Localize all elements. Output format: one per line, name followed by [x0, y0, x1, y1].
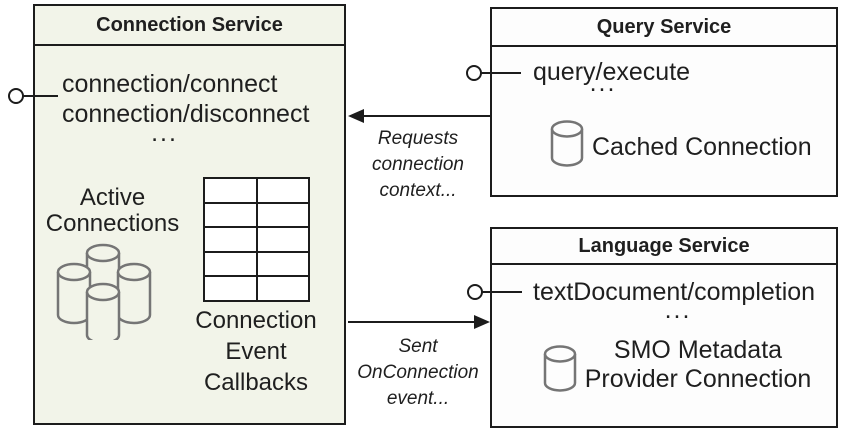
- arrow-left-head-icon: [348, 109, 364, 123]
- table-cell: [205, 228, 256, 251]
- requests-label-line1: Requests: [377, 128, 459, 149]
- onconnection-arrow: [348, 315, 490, 329]
- table-cell: [257, 179, 308, 202]
- smo-metadata-label: SMO Metadata Provider Connection: [578, 336, 818, 394]
- smo-metadata-database-icon: [543, 345, 577, 392]
- table-cell: [205, 203, 256, 227]
- table-cell: [257, 252, 308, 276]
- sent-label-line3: event...: [386, 388, 450, 409]
- active-connections-label-line2: Connections: [45, 210, 180, 237]
- sent-label-line2: OnConnection: [357, 362, 479, 383]
- arrow-right-head-icon: [474, 315, 490, 329]
- cached-connection-database-icon: [550, 120, 584, 167]
- query-service-box: Query Service: [490, 7, 838, 197]
- table-cell: [257, 228, 308, 251]
- requests-arrow: [348, 109, 490, 123]
- method-connection-disconnect: connection/disconnect: [62, 100, 310, 128]
- onconnection-arrow-label: Sent OnConnection event...: [355, 334, 481, 412]
- connection-pool-cylinders-icon: [56, 243, 152, 340]
- method-query-execute: query/execute: [533, 58, 691, 86]
- connection-methods-ellipsis: ...: [151, 119, 178, 147]
- requests-label-line2: connection: [372, 154, 464, 175]
- method-textdocument-completion: textDocument/completion: [533, 278, 816, 306]
- table-cell: [205, 252, 256, 276]
- callback-table: [203, 177, 310, 302]
- smo-metadata-label-line1: SMO Metadata: [613, 336, 783, 364]
- table-cell: [205, 277, 256, 300]
- language-methods-ellipsis: ...: [664, 296, 692, 324]
- callback-table-label: Connection Event Callbacks: [181, 305, 331, 398]
- query-service-title: Query Service: [492, 9, 836, 47]
- callback-label-line2: Event: [225, 338, 287, 365]
- cached-connection-label: Cached Connection: [592, 133, 812, 161]
- requests-label-line3: context...: [379, 180, 457, 201]
- connection-service-title: Connection Service: [35, 6, 344, 46]
- callback-label-line3: Callbacks: [203, 369, 309, 396]
- method-connection-connect: connection/connect: [62, 70, 278, 98]
- table-cell: [257, 203, 308, 227]
- sent-label-line1: Sent: [398, 336, 438, 357]
- language-service-title: Language Service: [492, 229, 836, 265]
- query-methods-ellipsis: ...: [589, 69, 617, 97]
- table-cell: [257, 277, 308, 300]
- table-cell: [205, 179, 256, 202]
- smo-metadata-label-line2: Provider Connection: [584, 365, 812, 393]
- active-connections-label-line1: Active: [79, 184, 146, 211]
- language-service-box: Language Service: [490, 227, 838, 428]
- callback-label-line1: Connection: [195, 307, 317, 334]
- requests-arrow-label: Requests connection context...: [355, 126, 481, 204]
